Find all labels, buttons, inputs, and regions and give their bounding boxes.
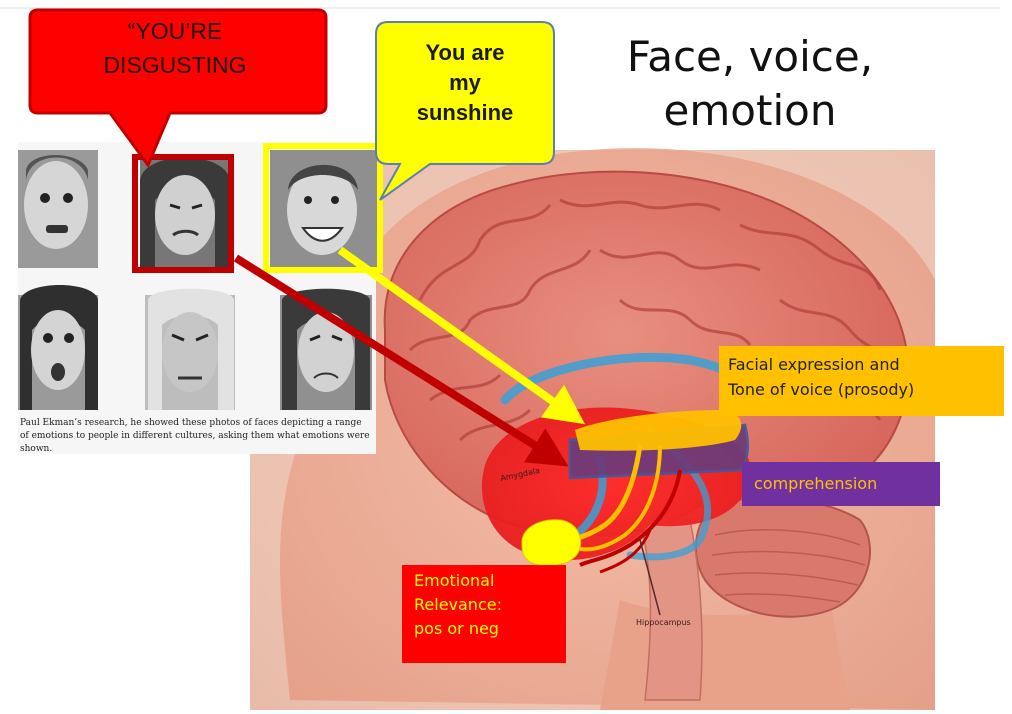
disgust-face: [140, 158, 230, 269]
facial-expression-label: Facial expression and Tone of voice (pro…: [719, 346, 1004, 416]
emotional-relevance-label: Emotional Relevance: pos or neg: [402, 565, 566, 663]
slide-title: Face, voice, emotion: [580, 30, 920, 138]
happy-face: [270, 150, 380, 268]
surprise-face: [18, 285, 98, 410]
comprehension-label: comprehension: [742, 462, 940, 506]
sadness-face: [280, 289, 372, 410]
anger-face: [145, 289, 235, 410]
sunshine-quote: You are my sunshine: [390, 38, 540, 128]
hippocampus-label: Hippocampus: [636, 618, 691, 627]
disgusting-quote: “YOU’RE DISGUSTING: [40, 14, 310, 82]
fear-face: [18, 150, 98, 268]
photo-caption: Paul Ekman’s research, he showed these p…: [20, 417, 370, 456]
